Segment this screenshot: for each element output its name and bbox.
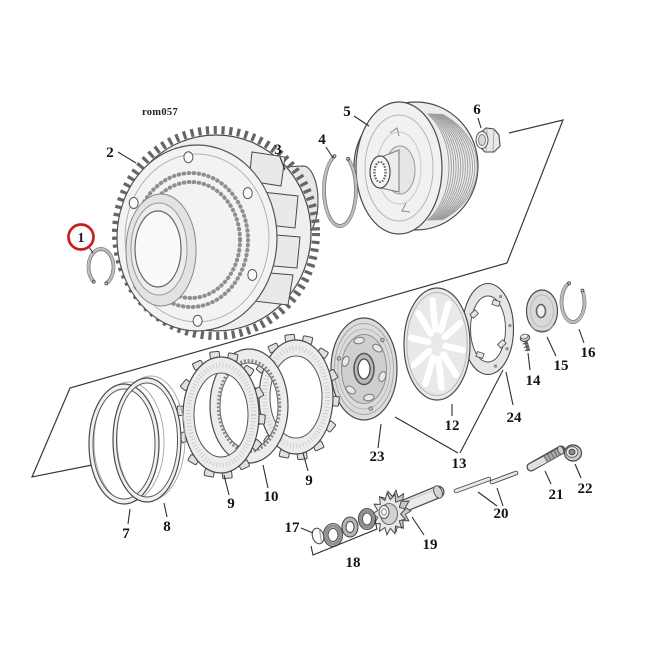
leader-10	[262, 464, 269, 489]
highlight-circle	[67, 223, 95, 251]
leader-6	[477, 117, 482, 129]
callout-24: 24	[507, 410, 523, 426]
callout-10: 10	[264, 489, 279, 505]
leader-3	[279, 156, 286, 171]
callout-12: 12	[445, 418, 460, 434]
bracket-18	[310, 519, 378, 556]
callout-6: 6	[473, 102, 481, 118]
diaphragm-spring-12-drawing	[403, 287, 471, 401]
callout-8: 8	[163, 519, 171, 535]
callout-16: 16	[581, 345, 597, 361]
callout-18: 18	[346, 555, 361, 571]
ring-7-drawing	[88, 381, 165, 505]
leader-17	[300, 527, 314, 534]
callout-1: 1	[78, 230, 85, 245]
leader-15	[546, 336, 557, 357]
clutch-basket-2-drawing	[112, 126, 320, 340]
leader-16	[578, 328, 585, 344]
leader-8	[163, 502, 168, 518]
construction-plane-outline	[31, 119, 564, 478]
callout-21: 21	[549, 487, 564, 503]
callout-3: 3	[274, 142, 282, 158]
leader-13-right	[459, 369, 504, 454]
callout-19: 19	[423, 537, 438, 553]
callout-17: 17	[285, 520, 301, 536]
leader-2	[117, 151, 137, 164]
callout-14: 14	[526, 373, 542, 389]
leader-20-left	[477, 491, 498, 507]
drawing-code: rom057	[142, 107, 178, 118]
release-ramp-assembly-drawing	[311, 485, 445, 548]
leader-7	[127, 508, 131, 525]
leader-24	[505, 371, 514, 406]
release-plate-15-drawing	[525, 289, 559, 333]
callout-22: 22	[578, 481, 593, 497]
callout-9-right: 9	[305, 473, 313, 489]
adjuster-screw-21-drawing	[526, 445, 566, 472]
leader-1	[88, 246, 94, 254]
leader-9-left	[223, 474, 230, 496]
mainshaft-nut-6-drawing	[475, 127, 501, 153]
callout-23: 23	[370, 449, 385, 465]
callout-13: 13	[452, 456, 467, 472]
leader-14	[527, 352, 531, 371]
callout-labels: rom057 2 3 4 5 6 7 8 9 10 9 12 13 14 15 …	[106, 102, 596, 571]
ring-8-drawing	[112, 375, 186, 503]
leader-9-right	[302, 452, 309, 472]
spring-seat-24-drawing	[461, 282, 515, 376]
nut-22-drawing	[563, 444, 583, 462]
pushrod-pins-20-drawing	[453, 470, 519, 494]
leader-23	[377, 423, 382, 449]
callout-7: 7	[122, 526, 130, 542]
callout-4: 4	[318, 132, 326, 148]
pressure-plate-23-drawing	[330, 317, 398, 421]
callout-leader-lines	[88, 115, 585, 556]
leader-4	[325, 146, 334, 159]
callout-9-left: 9	[227, 496, 235, 512]
leader-5	[353, 115, 370, 127]
retaining-ring-16-drawing	[559, 281, 587, 324]
leader-20-right	[496, 487, 504, 507]
leader-21	[544, 470, 552, 485]
highlight-group: 1	[67, 223, 95, 251]
clutch-hub-5-drawing	[353, 101, 479, 235]
snap-ring-1-drawing	[86, 247, 116, 286]
callout-20: 20	[494, 506, 509, 522]
screw-14-drawing	[519, 333, 531, 352]
leader-19	[411, 516, 425, 536]
snap-ring-4-drawing	[322, 154, 358, 228]
callout-5: 5	[343, 104, 351, 120]
leader-22	[574, 463, 582, 479]
callout-15: 15	[554, 358, 569, 374]
callout-2: 2	[106, 145, 114, 161]
leader-13-left	[394, 416, 459, 454]
